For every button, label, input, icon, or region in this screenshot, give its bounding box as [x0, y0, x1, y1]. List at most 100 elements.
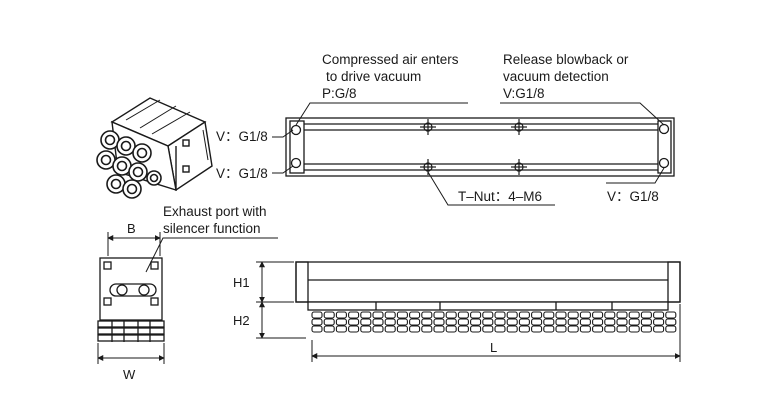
suction-cup-segment	[579, 311, 591, 319]
suction-cup-segment	[348, 318, 360, 326]
suction-cup-segment	[372, 325, 384, 333]
suction-cup-segment	[616, 311, 628, 319]
label-compressed-2: to drive vacuum	[326, 69, 421, 84]
dim-w	[97, 343, 165, 364]
suction-cup-segment	[457, 325, 469, 333]
suction-cup-segment	[640, 325, 652, 333]
suction-cup-segment	[396, 311, 408, 319]
suction-cup-segment	[323, 318, 335, 326]
suction-cup-segment	[433, 318, 445, 326]
top-view	[285, 117, 675, 177]
suction-cup-segment	[518, 325, 530, 333]
suction-cup-segment	[311, 311, 323, 319]
suction-cup-segment	[604, 311, 616, 319]
suction-cup-segment	[384, 311, 396, 319]
suction-cup-segment	[421, 318, 433, 326]
suction-cup-segment	[323, 325, 335, 333]
suction-cup-segment	[665, 325, 677, 333]
label-v-right-bottom: V：G1/8	[607, 189, 659, 204]
suction-cup-segment	[518, 311, 530, 319]
suction-cup-segment	[628, 311, 640, 319]
dim-label-l: L	[490, 340, 497, 355]
leader-lines	[272, 102, 665, 206]
suction-cup-segment	[567, 311, 579, 319]
label-release-2: vacuum detection	[503, 69, 609, 84]
suction-cup-segment	[592, 318, 604, 326]
suction-cup-segment	[604, 325, 616, 333]
suction-cup-segment	[555, 325, 567, 333]
suction-cup-segment	[360, 318, 372, 326]
suction-cup-segment	[653, 325, 665, 333]
suction-cup-segment	[384, 325, 396, 333]
suction-cup-segment	[531, 318, 543, 326]
suction-cup-segment	[531, 311, 543, 319]
suction-cup-segment	[555, 311, 567, 319]
dim-label-w: W	[123, 367, 136, 382]
suction-cup-segment	[445, 311, 457, 319]
suction-cup-segment	[628, 318, 640, 326]
suction-cup-segment	[506, 311, 518, 319]
suction-cup-segment	[653, 318, 665, 326]
suction-cup-segment	[543, 311, 555, 319]
suction-cup-segment	[433, 325, 445, 333]
suction-cup-segment	[567, 318, 579, 326]
suction-cup-segment	[323, 311, 335, 319]
suction-cup-segment	[543, 318, 555, 326]
suction-cup-segment	[470, 325, 482, 333]
dim-label-h1: H1	[233, 275, 250, 290]
suction-cup-segment	[640, 311, 652, 319]
suction-cup-segment	[396, 325, 408, 333]
suction-cup-segment	[665, 318, 677, 326]
suction-cup-segment	[360, 311, 372, 319]
suction-cup-segment	[506, 318, 518, 326]
suction-cup-segment	[579, 325, 591, 333]
suction-cup-segment	[445, 318, 457, 326]
suction-cup-segment	[372, 318, 384, 326]
suction-cup-segment	[494, 318, 506, 326]
suction-cup-segment	[482, 311, 494, 319]
suction-cup-segment	[433, 311, 445, 319]
label-compressed-1: Compressed air enters	[322, 52, 459, 67]
label-tnut: T–Nut：4–M6	[458, 189, 542, 204]
suction-cup-segment	[409, 318, 421, 326]
suction-cup-segment	[482, 325, 494, 333]
label-exhaust-2: silencer function	[163, 221, 261, 236]
isometric-view	[96, 97, 213, 199]
suction-cup-segment	[543, 325, 555, 333]
suction-cup-segment	[653, 311, 665, 319]
tnut-marks	[420, 119, 527, 175]
suction-cup-segment	[506, 325, 518, 333]
suction-cup-segment	[665, 311, 677, 319]
label-v-port-top: V:G1/8	[503, 86, 545, 101]
suction-cup-segment	[616, 325, 628, 333]
suction-cup-segment	[567, 325, 579, 333]
suction-cup-segment	[628, 325, 640, 333]
suction-cup-segment	[409, 311, 421, 319]
front-view	[295, 261, 681, 311]
suction-cup-segment	[445, 325, 457, 333]
suction-cup-segment	[531, 325, 543, 333]
dim-h	[256, 261, 306, 339]
dim-label-b: B	[127, 221, 136, 236]
suction-cup-segment	[592, 311, 604, 319]
label-v-left-bottom: V：G1/8	[216, 166, 268, 181]
suction-cup-segment	[494, 311, 506, 319]
suction-cup-segment	[518, 318, 530, 326]
suction-cup-segment	[384, 318, 396, 326]
label-exhaust-1: Exhaust port with	[163, 204, 267, 219]
suction-cup-segment	[457, 318, 469, 326]
suction-cup-segment	[421, 311, 433, 319]
suction-cup-segment	[409, 325, 421, 333]
suction-cup-segment	[592, 325, 604, 333]
suction-cup-segment	[640, 318, 652, 326]
suction-cup-segment	[616, 318, 628, 326]
dim-label-h2: H2	[233, 313, 250, 328]
label-p-port: P:G/8	[322, 86, 357, 101]
suction-cup-segment	[348, 311, 360, 319]
label-v-left-top: V：G1/8	[216, 129, 268, 144]
suction-cup-segment	[360, 325, 372, 333]
suction-cup-segment	[482, 318, 494, 326]
suction-cup-segment	[579, 318, 591, 326]
suction-cup-segment	[457, 311, 469, 319]
